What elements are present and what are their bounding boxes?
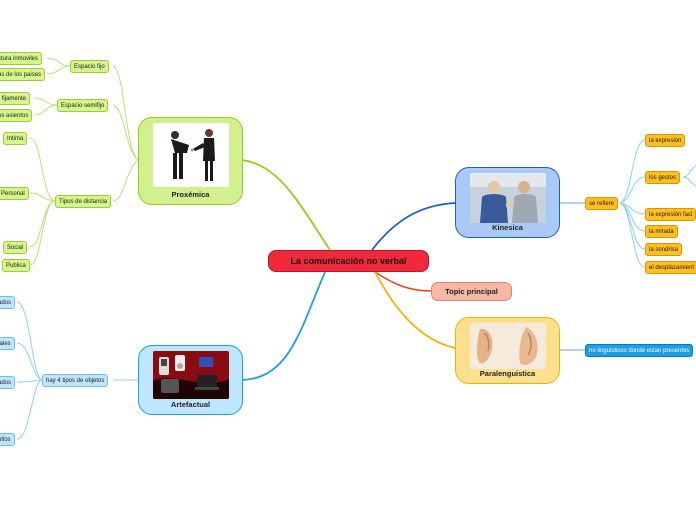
distancia-intima[interactable]: Intima	[3, 132, 28, 145]
fijo-item-1[interactable]: ctura inmoviles	[0, 52, 43, 65]
objeto-item-4[interactable]: ultos	[0, 433, 15, 446]
topic-principal-node[interactable]: Topic principal	[431, 282, 512, 301]
kinesica-item-expresion[interactable]: la expresión	[645, 134, 686, 147]
espacio-semifijo-node[interactable]: Espacio semifijo	[57, 99, 109, 112]
se-refiere-node[interactable]: se refiere	[585, 197, 619, 210]
kinesica-label: Kinesica	[492, 223, 523, 232]
distancia-social[interactable]: Social	[3, 241, 28, 254]
proxemica-label: Proxémica	[171, 190, 210, 199]
tipos-distancia-node[interactable]: Tipos de distancia	[55, 195, 112, 208]
artefactual-node[interactable]: Artefactual	[138, 345, 243, 415]
tipos-objetos-node[interactable]: hay 4 tipos de objetos	[42, 374, 109, 387]
devices-image	[153, 351, 229, 399]
hands-ear-image	[470, 323, 546, 369]
objeto-item-3[interactable]: ados	[0, 376, 16, 389]
kinesica-item-sonrisa[interactable]: la sondrisa	[645, 243, 683, 256]
paralenguistica-label: Paralenguistica	[479, 369, 536, 378]
central-node[interactable]: La comunicación no verbal	[268, 250, 429, 272]
distancia-publica[interactable]: Publica	[2, 259, 30, 272]
fijo-item-2[interactable]: as de los paises	[0, 68, 46, 81]
espacio-fijo-node[interactable]: Espacio fijo	[70, 60, 109, 73]
proxemica-node[interactable]: Proxémica	[138, 117, 243, 205]
kinesica-item-gestos[interactable]: los gestos	[645, 171, 681, 184]
line-kinesica	[371, 202, 456, 251]
kinesica-node[interactable]: Kinesica	[455, 167, 560, 238]
kinesica-item-desplazamiento[interactable]: el desplazamient	[645, 261, 696, 274]
distancia-personal[interactable]: Personal	[0, 187, 29, 200]
paralenguistica-node[interactable]: Paralenguistica	[455, 317, 560, 384]
artefactual-label: Artefactual	[170, 400, 211, 409]
objeto-item-2[interactable]: tales	[0, 337, 15, 350]
line-artefactual	[241, 271, 326, 381]
kinesica-item-mirada[interactable]: la mirada	[645, 225, 678, 238]
line-proxemica	[241, 159, 331, 251]
semifijo-item-2[interactable]: os asientos	[0, 109, 33, 122]
line-topic	[374, 271, 432, 292]
kinesica-item-expresion-facial[interactable]: la expresión faci	[645, 208, 696, 221]
semifijo-item-1[interactable]: r fijamente	[0, 92, 31, 105]
handshake-image	[153, 123, 229, 187]
no-linguisticos-node[interactable]: no linguisticos donde estan presentes	[585, 344, 694, 357]
conversation-image	[470, 173, 546, 223]
objeto-item-1[interactable]: ados	[0, 296, 16, 309]
line-paralenguistica	[374, 271, 456, 349]
